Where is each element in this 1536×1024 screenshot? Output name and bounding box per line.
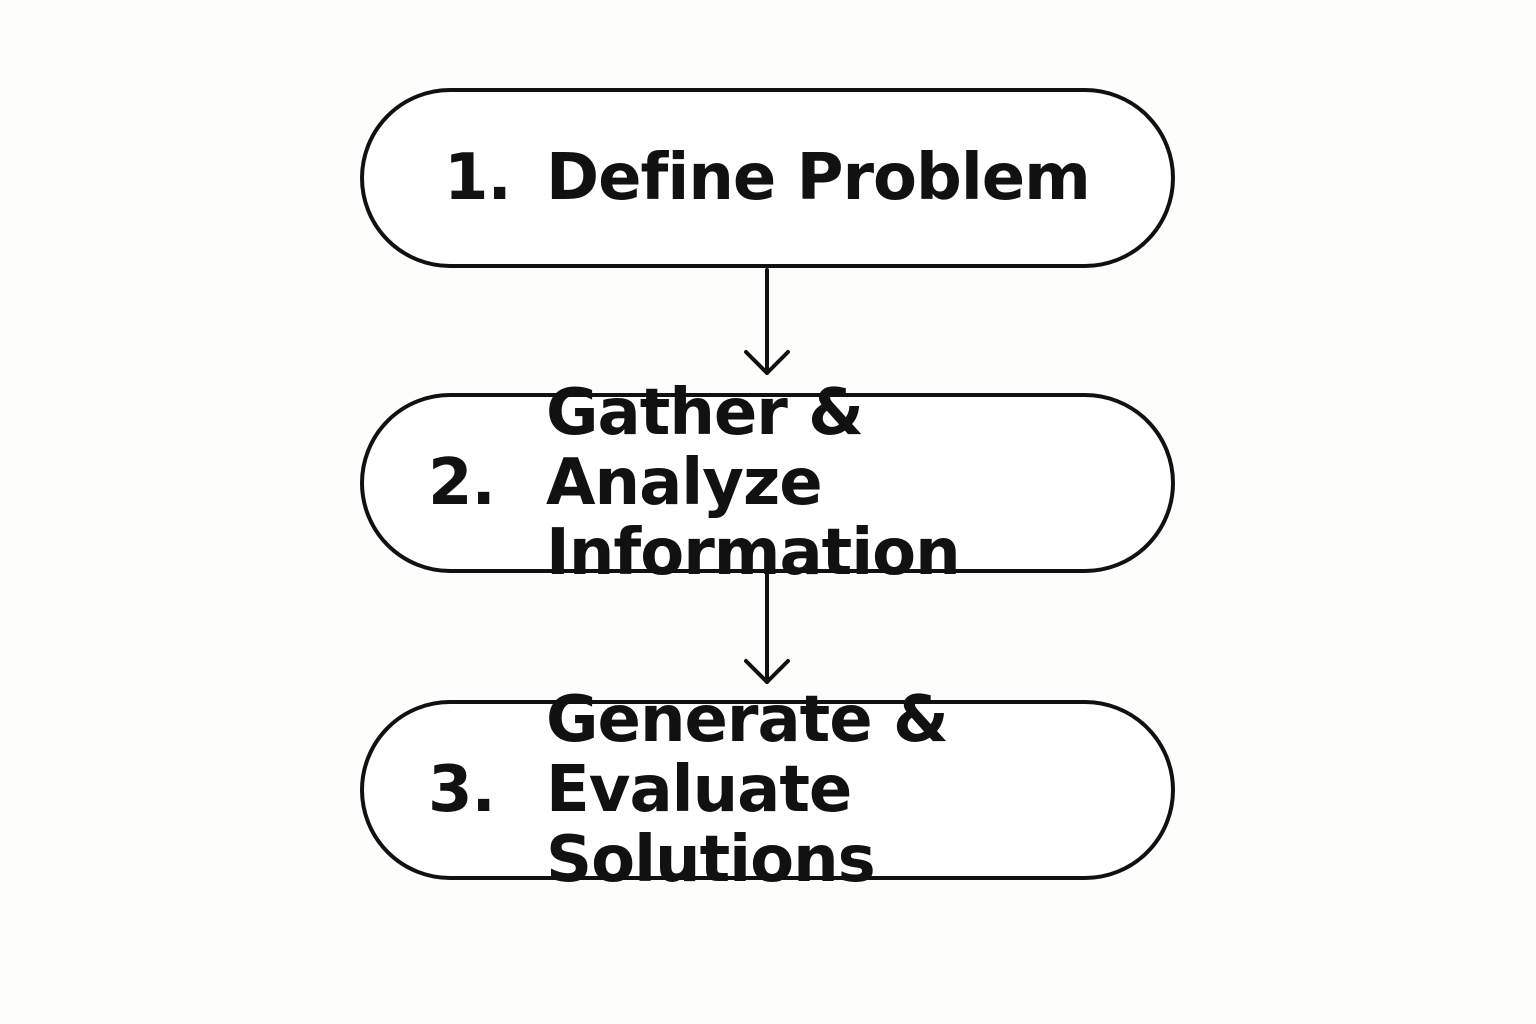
step-number: 2.	[428, 446, 496, 520]
step-generate-evaluate: 3. Generate & Evaluate Solutions	[360, 685, 1175, 895]
step-label: Define Problem	[546, 141, 1091, 215]
step-gather-analyze: 2. Gather & Analyze Information	[360, 378, 1175, 588]
step-number: 3.	[428, 753, 496, 827]
step-define-problem: 1. Define Problem	[360, 88, 1175, 268]
step-label: Generate & Evaluate Solutions	[546, 683, 949, 897]
arrow-2-to-3	[744, 573, 790, 684]
arrow-1-to-2	[744, 268, 790, 375]
step-number: 1.	[444, 141, 512, 215]
step-label: Gather & Analyze Information	[546, 376, 961, 590]
